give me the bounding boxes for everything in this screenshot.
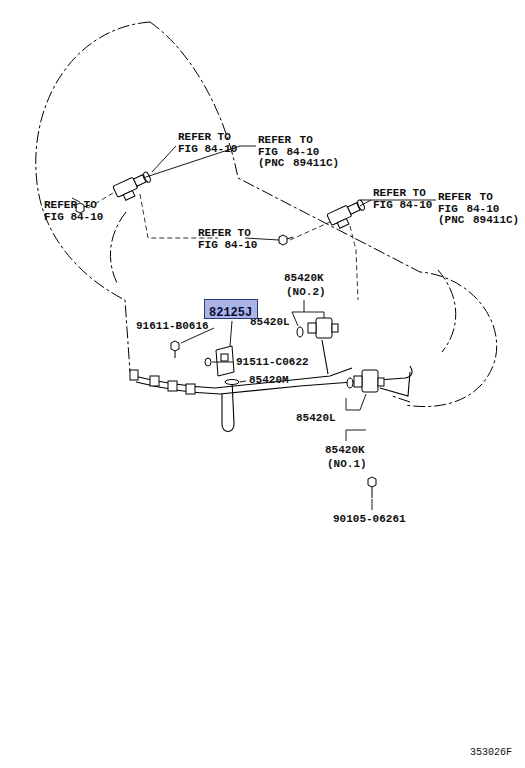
speed-sensor xyxy=(113,171,155,203)
reference-note: REFER TO FIG 84-10 (PNC 89411C) xyxy=(438,192,520,227)
reference-note: REFER TO FIG 84-10 xyxy=(44,200,103,223)
bolt xyxy=(368,477,376,498)
o-ring xyxy=(347,378,353,388)
bolt xyxy=(279,235,293,245)
part-number: (NO.2) xyxy=(286,287,326,299)
solenoid-valve xyxy=(308,318,338,338)
harness-bracket xyxy=(216,346,234,376)
speed-sensor xyxy=(327,199,369,231)
part-number: 85420L xyxy=(296,413,336,425)
o-ring xyxy=(297,327,303,337)
o-ring xyxy=(225,380,239,385)
solenoid-valve xyxy=(354,370,384,392)
phantom-lines xyxy=(88,190,358,300)
part-number: (NO.1) xyxy=(327,459,367,471)
part-number: 82125J xyxy=(209,307,252,320)
bolt xyxy=(171,341,179,358)
leader-lines xyxy=(72,146,436,510)
part-number: 85420K xyxy=(284,273,324,285)
reference-note: REFER TO FIG 84-10 xyxy=(178,132,237,155)
highlighted-part-box: 82125J xyxy=(204,299,258,319)
part-number: 90105-06261 xyxy=(333,514,406,526)
reference-note: REFER TO FIG 84-10 xyxy=(373,188,432,211)
figure-number: 353026F xyxy=(470,748,512,759)
part-number: 85420M xyxy=(249,375,289,387)
part-number: 91511-C0622 xyxy=(236,357,309,369)
phantom-outline xyxy=(36,22,497,407)
part-number: 85420K xyxy=(325,445,365,457)
wire-harness xyxy=(134,340,412,432)
harness-connectors xyxy=(130,370,195,394)
bolt xyxy=(205,358,211,366)
reference-note: REFER TO FIG 84-10 xyxy=(198,228,257,251)
reference-note: REFER TO FIG 84-10 (PNC 89411C) xyxy=(258,135,340,170)
part-number: 91611-B0616 xyxy=(136,321,209,333)
